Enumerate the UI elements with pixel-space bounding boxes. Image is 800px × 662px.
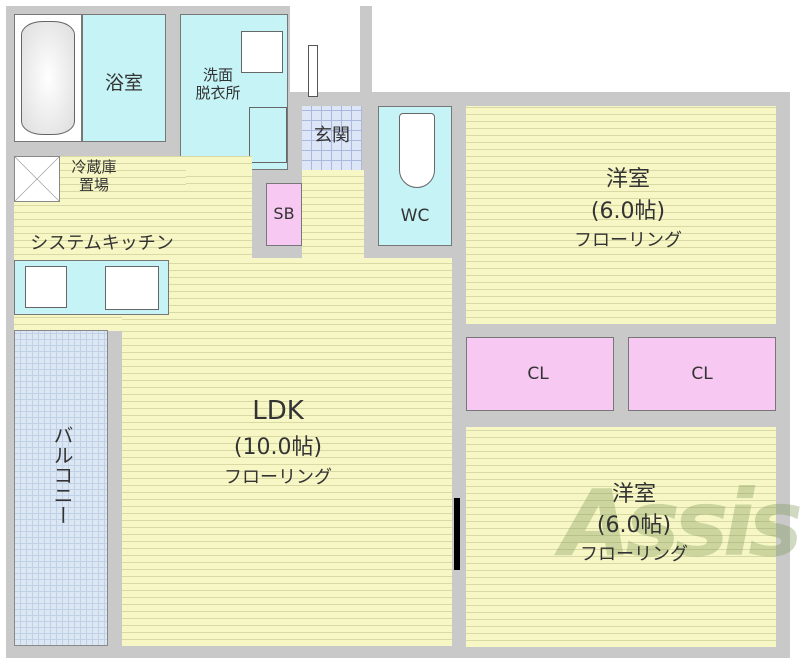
balcony — [14, 330, 108, 646]
washroom-label-line: 脱衣所 — [195, 84, 241, 102]
washroom-label-line: 洗面 — [202, 66, 234, 84]
sink — [249, 107, 287, 163]
door[interactable] — [454, 498, 460, 570]
balcony-label: バルコニー — [50, 425, 74, 525]
fridge-space — [14, 156, 60, 202]
western-room-2 — [466, 427, 776, 647]
kitchen-sink — [105, 266, 159, 310]
toilet — [378, 106, 452, 246]
kitchen-label: システムキッチン — [30, 233, 174, 254]
ldk-name: LDK — [252, 396, 304, 426]
washer-space — [241, 31, 283, 73]
closet-2 — [628, 337, 776, 411]
toilet-label: WC — [400, 206, 430, 226]
ldk-size: (10.0帖) — [233, 435, 323, 460]
fridge-label-line: 冷蔵庫 — [71, 158, 117, 176]
washroom — [180, 14, 288, 170]
western-room-1-label: 洋室 (6.0帖) フローリング — [574, 164, 682, 254]
room-floor: フローリング — [580, 543, 688, 565]
bathroom — [82, 14, 166, 142]
bath-label: 浴室 — [104, 72, 144, 94]
room-floor: フローリング — [574, 229, 682, 251]
kitchen-counter — [14, 260, 169, 315]
closet-2-label: CL — [691, 364, 713, 384]
fridge-label-line: 置場 — [78, 176, 110, 194]
ldk — [122, 322, 452, 646]
room-size: (6.0帖) — [596, 512, 672, 538]
closet-1-label: CL — [527, 364, 549, 384]
outside — [290, 6, 360, 92]
door[interactable] — [308, 45, 318, 97]
hallway — [302, 170, 364, 260]
ldk-upper — [122, 258, 452, 333]
western-room-2-label: 洋室 (6.0帖) フローリング — [580, 480, 688, 567]
ldk-label: LDK (10.0帖) フローリング — [224, 392, 332, 491]
fridge-label: 冷蔵庫 置場 — [71, 158, 116, 194]
room-name: 洋室 — [605, 167, 650, 192]
closet-1 — [466, 337, 614, 411]
room-size: (6.0帖) — [590, 198, 666, 224]
corridor — [186, 170, 252, 190]
washroom-label: 洗面 脱衣所 — [195, 66, 240, 102]
toilet-bowl — [399, 113, 435, 188]
entrance-label: 玄関 — [314, 125, 350, 146]
western-room-1 — [466, 106, 776, 324]
entrance — [302, 106, 362, 170]
shoe-box — [266, 183, 302, 246]
room-name: 洋室 — [611, 482, 656, 507]
ldk-floor: フローリング — [224, 467, 332, 488]
bathtub — [14, 14, 82, 142]
shoe-box-label: SB — [273, 204, 295, 223]
stove-icon — [25, 266, 67, 308]
watermark-logo: Assist — [560, 470, 800, 577]
